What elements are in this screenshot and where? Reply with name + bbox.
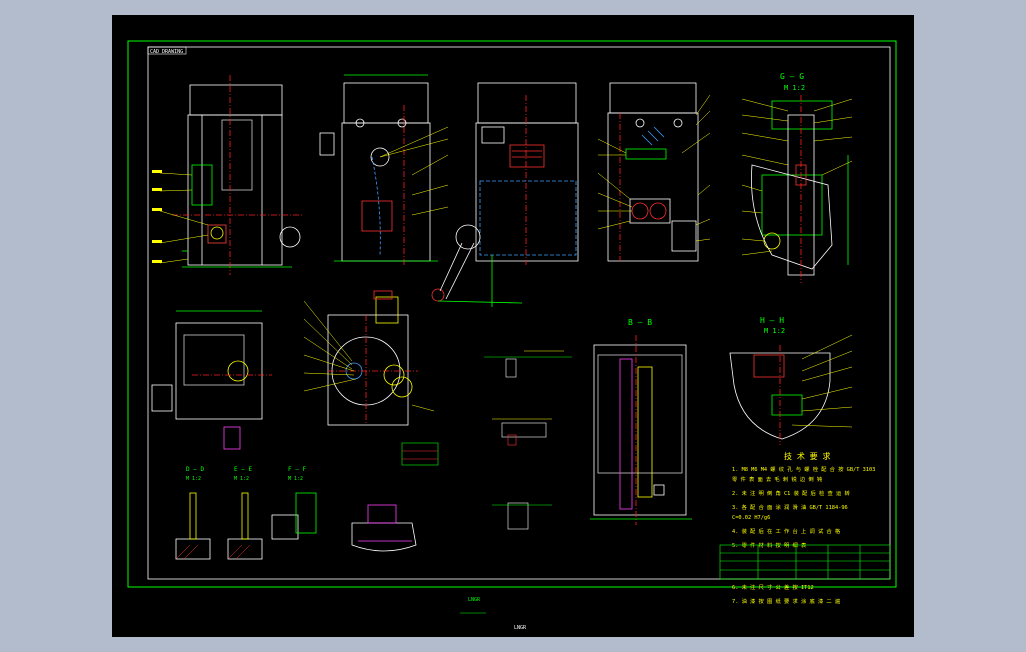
labels-front <box>152 170 162 263</box>
stamp-text: CAD DRAWING <box>150 49 183 55</box>
leaders-hh <box>791 334 853 428</box>
view-detail-1 <box>484 350 572 378</box>
view-gg <box>751 95 849 283</box>
leaders-side-left <box>379 126 449 216</box>
view-rotary <box>327 290 418 426</box>
view-detail-3 <box>401 442 439 466</box>
view-detail-2 <box>492 418 552 446</box>
note-3: 2. 未 注 明 倒 角 C1 装 配 后 检 查 运 转 <box>732 489 850 497</box>
view-dd-title: D — D <box>186 466 204 473</box>
note-6: 4. 装 配 后 在 工 作 台 上 调 试 合 格 <box>732 527 841 535</box>
view-hh-title: H — H <box>760 316 784 325</box>
leaders-rotary <box>303 300 435 412</box>
view-bb <box>590 335 692 525</box>
leaders-gg <box>741 98 853 256</box>
view-ee-title: E — E <box>234 466 252 473</box>
view-front <box>172 75 302 275</box>
center-label: LNGR <box>468 597 481 603</box>
note-1: 1. M8 M6 M4 螺 纹 孔 与 螺 栓 配 合 按 GB/T 3103 <box>732 465 875 473</box>
title-block <box>719 544 891 580</box>
drawing-canvas[interactable]: CAD DRAWING <box>112 15 914 637</box>
view-ee-scale: M 1:2 <box>234 476 249 482</box>
view-detail-4 <box>492 502 552 530</box>
view-hh-scale: M 1:2 <box>764 327 785 335</box>
note-4: 3. 各 配 合 面 涂 润 滑 油 GB/T 1184-96 <box>732 503 848 511</box>
view-bottom-sections <box>175 492 417 560</box>
note-2: 零 件 表 面 去 毛 刺 锐 边 倒 钝 <box>732 475 823 483</box>
view-side-left <box>319 74 438 265</box>
view-bb-title: B — B <box>628 318 652 327</box>
note-8: 6. 未 注 尺 寸 公 差 按 IT12 <box>732 583 814 591</box>
view-gg-scale: M 1:2 <box>784 84 805 92</box>
view-rear <box>431 82 579 307</box>
note-9: 7. 油 漆 按 图 纸 要 求 涂 底 漆 二 遍 <box>732 597 841 605</box>
view-plan <box>151 310 272 450</box>
view-gg-title: G — G <box>780 72 804 81</box>
hatch-bottom <box>175 544 251 560</box>
tech-notes: 1. M8 M6 M4 螺 纹 孔 与 螺 栓 配 合 按 GB/T 3103 … <box>732 465 875 605</box>
leaders-right <box>597 94 711 242</box>
view-hh <box>729 345 831 445</box>
view-ff-scale: M 1:2 <box>288 476 303 482</box>
leaders-front <box>159 172 209 264</box>
bottom-label: LNGR <box>514 625 527 631</box>
view-dd-scale: M 1:2 <box>186 476 201 482</box>
inner-frame <box>147 46 891 580</box>
stamp-box <box>147 46 187 55</box>
view-ff-title: F — F <box>288 466 306 473</box>
cad-drawing: CAD DRAWING <box>127 40 897 631</box>
note-5: C=0.02 H7/g6 <box>732 515 770 521</box>
outer-frame <box>127 40 897 588</box>
view-right <box>607 82 699 262</box>
tech-title: 技 术 要 求 <box>784 451 830 461</box>
